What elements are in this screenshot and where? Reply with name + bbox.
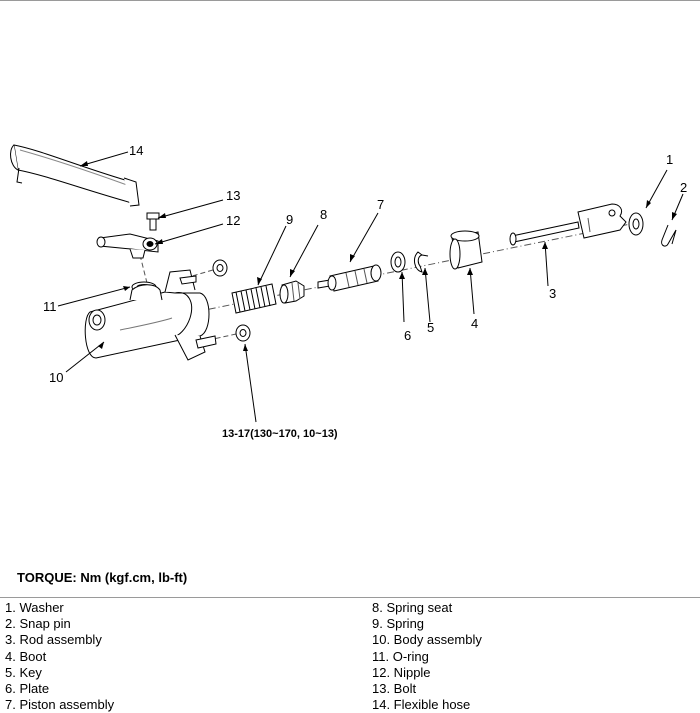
callout-4: 4 xyxy=(471,316,479,331)
legend-left-column: 1. Washer 2. Snap pin 3. Rod assembly 4.… xyxy=(5,600,114,713)
legend-item: 9. Spring xyxy=(372,616,425,632)
callout-2: 2 xyxy=(680,180,688,195)
leader-lines xyxy=(57,151,684,423)
legend-item: 7. Piston assembly xyxy=(5,697,115,713)
flexible-hose-part xyxy=(10,144,140,207)
callout-7: 7 xyxy=(377,197,385,212)
callout-3: 3 xyxy=(549,286,557,301)
bolt-part xyxy=(146,212,160,231)
body-assembly-part xyxy=(84,269,217,361)
torque-spec-label: 13-17(130~170, 10~13) xyxy=(222,428,338,440)
leader-arrowheads xyxy=(80,161,677,351)
callout-13: 13 xyxy=(226,188,241,203)
callout-5: 5 xyxy=(427,320,435,335)
legend-item: 5. Key xyxy=(5,664,42,680)
callout-1: 1 xyxy=(666,152,674,167)
callout-10: 10 xyxy=(49,370,64,385)
nipple-part xyxy=(96,233,159,259)
nut-lower-part xyxy=(235,324,251,342)
legend-item: 10. Body assembly xyxy=(372,632,482,648)
legend-item: 4. Boot xyxy=(5,648,47,664)
callout-11: 11 xyxy=(43,299,57,314)
legend-item: 3. Rod assembly xyxy=(5,632,102,648)
legend-item: 12. Nipple xyxy=(372,664,431,680)
top-border xyxy=(0,0,700,1)
plate-part xyxy=(390,251,406,273)
legend-item: 1. Washer xyxy=(5,600,64,615)
key-part xyxy=(414,251,429,273)
piston-assembly-part xyxy=(317,264,382,292)
callout-8: 8 xyxy=(320,207,328,222)
callout-6: 6 xyxy=(404,328,412,343)
stud-axis-line xyxy=(184,267,246,343)
rod-assembly-part xyxy=(509,203,627,246)
legend-divider xyxy=(0,597,700,598)
legend-item: 11. O-ring xyxy=(372,648,429,664)
torque-heading: TORQUE: Nm (kgf.cm, lb-ft) xyxy=(17,570,188,585)
legend-item: 14. Flexible hose xyxy=(372,697,471,713)
callout-9: 9 xyxy=(286,212,294,227)
legend-item: 2. Snap pin xyxy=(5,616,71,632)
legend-item: 6. Plate xyxy=(5,681,50,697)
legend-item: 13. Bolt xyxy=(372,681,417,697)
snap-pin-part xyxy=(661,224,677,247)
boot-part xyxy=(449,230,483,270)
legend-right-column: 8. Spring seat 9. Spring 10. Body assemb… xyxy=(372,600,482,713)
spring-seat-part xyxy=(279,280,305,304)
washer-part xyxy=(628,212,644,236)
exploded-view-diagram xyxy=(10,144,684,423)
legend-item: 8. Spring seat xyxy=(372,600,453,615)
callout-12: 12 xyxy=(226,213,241,228)
callout-14: 14 xyxy=(129,143,144,158)
spring-part xyxy=(231,283,277,314)
nut-upper-part xyxy=(212,259,228,277)
